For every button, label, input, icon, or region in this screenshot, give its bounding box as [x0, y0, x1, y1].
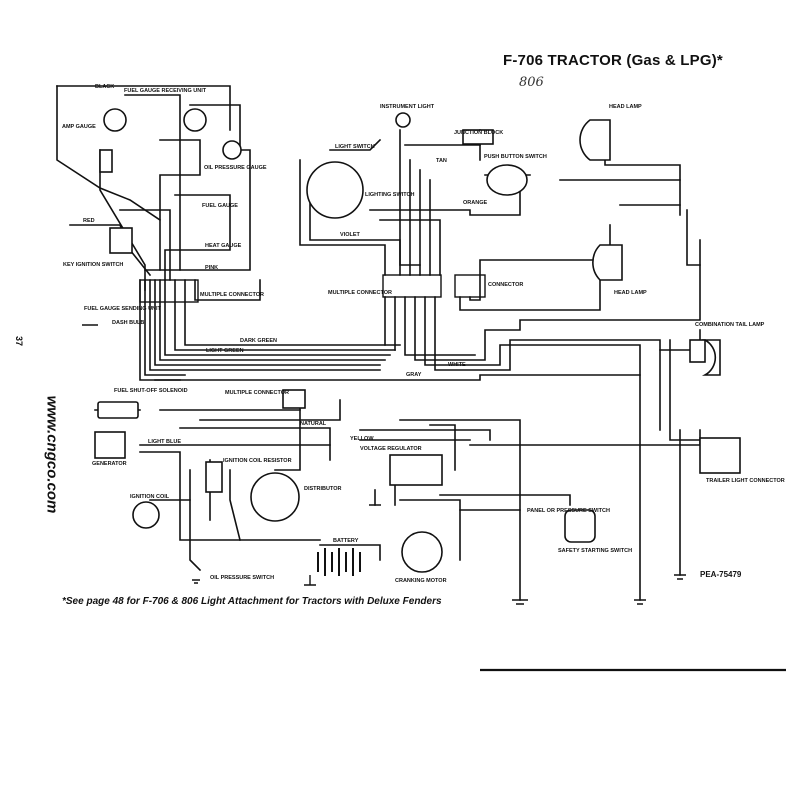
- label-safety-starting-switch: SAFETY STARTING SWITCH: [558, 548, 633, 554]
- label-ignition-coil-resistor: IGNITION COIL RESISTOR: [223, 458, 292, 464]
- page-number: 37: [14, 335, 25, 347]
- wire-label-violet: VIOLET: [340, 232, 360, 238]
- label-push-button-switch: PUSH BUTTON SWITCH: [484, 154, 547, 160]
- label-light-switch: LIGHT SWITCH: [335, 144, 375, 150]
- wire-label-red: RED: [83, 218, 95, 224]
- label-distributor: DISTRIBUTOR: [304, 486, 342, 492]
- diagram-title: F-706 TRACTOR (Gas & LPG)*: [503, 52, 723, 69]
- label-head-lamp-upper: HEAD LAMP: [609, 104, 642, 110]
- wire-label-orange: ORANGE: [463, 200, 488, 206]
- wire-label-black: BLACK: [95, 84, 115, 90]
- label-multiple-connector-lower: MULTIPLE CONNECTOR: [225, 390, 289, 396]
- label-trailer-light-connector: TRAILER LIGHT CONNECTOR: [706, 478, 785, 484]
- label-fuel-shut-off-solenoid: FUEL SHUT-OFF SOLENOID: [114, 388, 188, 394]
- wire-label-natural: NATURAL: [300, 421, 327, 427]
- label-multiple-connector-left: MULTIPLE CONNECTOR: [200, 292, 264, 298]
- wire-label-white: WHITE: [448, 362, 466, 368]
- label-ignition-coil: IGNITION COIL: [130, 494, 170, 500]
- label-multiple-connector-centre: MULTIPLE CONNECTOR: [328, 290, 392, 296]
- wire-label-yellow: YELLOW: [350, 436, 374, 442]
- label-cranking-motor: CRANKING MOTOR: [395, 578, 447, 584]
- label-generator: GENERATOR: [92, 461, 127, 467]
- label-junction-block: JUNCTION BLOCK: [454, 130, 504, 136]
- label-combination-tail-lamp: COMBINATION TAIL LAMP: [695, 322, 765, 328]
- label-oil-pressure-gauge: OIL PRESSURE GAUGE: [204, 165, 267, 171]
- label-lighting-switch: LIGHTING SWITCH: [365, 192, 415, 198]
- label-fuel-gauge-sending-unit: FUEL GAUGE SENDING UNIT: [84, 306, 161, 312]
- label-head-lamp-lower: HEAD LAMP: [614, 290, 647, 296]
- wire-label-gray: GRAY: [406, 372, 422, 378]
- wire-label-pink: PINK: [205, 265, 219, 271]
- label-oil-pressure-switch: OIL PRESSURE SWITCH: [210, 575, 275, 581]
- label-heat-gauge: HEAT GAUGE: [205, 243, 242, 249]
- footnote: *See page 48 for F-706 & 806 Light Attac…: [62, 596, 442, 607]
- website-watermark: www.cngco.com: [43, 395, 61, 514]
- label-fuel-gauge-receiving-unit: FUEL GAUGE RECEIVING UNIT: [124, 88, 207, 94]
- label-connector: CONNECTOR: [488, 282, 524, 288]
- wire-label-light-green: LIGHT GREEN: [206, 348, 244, 354]
- drawing-reference: PEA-75479: [700, 570, 742, 579]
- label-fuel-gauge: FUEL GAUGE: [202, 203, 238, 209]
- wire-label-dark-green: DARK GREEN: [240, 338, 277, 344]
- wire-label-light-blue: LIGHT BLUE: [148, 439, 181, 445]
- label-voltage-regulator: VOLTAGE REGULATOR: [360, 446, 422, 452]
- label-amp-gauge: AMP GAUGE: [62, 124, 96, 130]
- label-dash-bulb: DASH BULB: [112, 320, 145, 326]
- wire-label-tan: TAN: [436, 158, 447, 164]
- handwritten-note: 806: [519, 75, 544, 90]
- label-battery: BATTERY: [333, 538, 359, 544]
- label-panel-or-pressure-switch: PANEL OR PRESSURE SWITCH: [527, 508, 610, 514]
- label-instrument-light: INSTRUMENT LIGHT: [380, 104, 435, 110]
- label-key-ignition-switch: KEY IGNITION SWITCH: [63, 262, 124, 268]
